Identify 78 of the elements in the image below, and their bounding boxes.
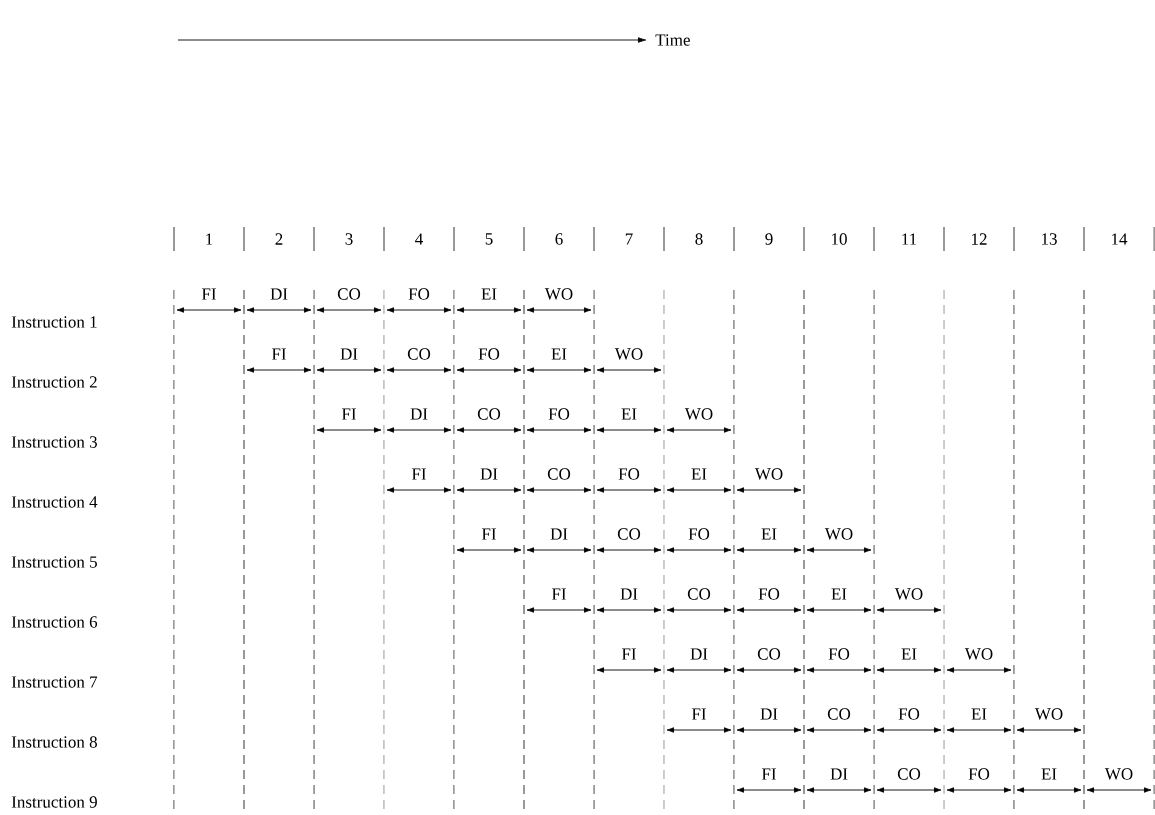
row-label: Instruction 6 (11, 616, 98, 628)
stage-label: EI (900, 647, 919, 661)
stage-label: EI (970, 707, 989, 721)
row-label: Instruction 8 (11, 736, 97, 748)
stage-label: DI (759, 707, 779, 721)
stage-label: DI (269, 287, 289, 301)
stage-label: WO (823, 527, 855, 541)
stage-label: EI (480, 287, 499, 301)
stage-label: EI (760, 527, 779, 541)
stage-label: CO (406, 347, 432, 361)
stage-label: FO (617, 467, 641, 481)
stage-label: FI (200, 287, 218, 301)
column-number: 14 (1112, 233, 1128, 245)
stage-label: FI (340, 407, 358, 421)
row-label: Instruction 5 (11, 556, 97, 568)
column-number: 2 (275, 233, 283, 245)
stage-label: DI (479, 467, 499, 481)
stage-label: FO (827, 647, 851, 661)
stage-label: FI (550, 587, 568, 601)
row-label: Instruction 1 (11, 316, 97, 328)
column-number: 5 (485, 233, 493, 245)
stage-label: EI (690, 467, 709, 481)
stage-label: DI (409, 407, 429, 421)
column-number: 10 (832, 233, 847, 245)
row-label: Instruction 9 (11, 796, 97, 808)
stage-label: FI (410, 467, 428, 481)
stage-label: CO (686, 587, 712, 601)
stage-label: FO (547, 407, 571, 421)
column-number: 3 (345, 233, 353, 245)
column-number: 8 (695, 233, 703, 245)
stage-label: FO (897, 707, 921, 721)
column-number: 11 (902, 233, 917, 245)
stage-label: FI (270, 347, 288, 361)
row-label: Instruction 7 (11, 676, 98, 688)
stage-label: CO (546, 467, 572, 481)
stage-label: DI (549, 527, 569, 541)
stage-label: CO (826, 707, 852, 721)
stage-label: CO (756, 647, 782, 661)
column-number: 7 (625, 233, 633, 245)
stage-label: CO (896, 767, 922, 781)
stage-label: WO (613, 347, 645, 361)
stage-label: WO (753, 467, 785, 481)
axis-label: Time (655, 34, 690, 46)
stage-label: EI (550, 347, 569, 361)
stage-label: FO (967, 767, 991, 781)
stage-label: FI (690, 707, 708, 721)
stage-label: WO (683, 407, 715, 421)
stage-label: DI (619, 587, 639, 601)
stage-label: WO (543, 287, 575, 301)
stage-label: WO (1033, 707, 1065, 721)
stage-label: EI (620, 407, 639, 421)
column-number: 1 (206, 233, 213, 245)
stage-label: FO (407, 287, 431, 301)
stage-label: EI (830, 587, 849, 601)
stage-label: FO (687, 527, 711, 541)
stage-label: FO (757, 587, 781, 601)
stage-label: FI (620, 647, 638, 661)
stage-label: FI (760, 767, 778, 781)
stage-label: WO (1103, 767, 1135, 781)
column-number: 12 (972, 233, 987, 245)
stage-label: DI (689, 647, 709, 661)
column-number: 13 (1042, 233, 1057, 245)
stage-label: CO (336, 287, 362, 301)
row-label: Instruction 3 (11, 436, 97, 448)
row-label: Instruction 4 (11, 496, 98, 508)
stage-label: CO (476, 407, 502, 421)
row-label: Instruction 2 (11, 376, 97, 388)
column-number: 6 (555, 233, 563, 245)
column-number: 4 (415, 233, 423, 245)
stage-label: FI (480, 527, 498, 541)
stage-label: FO (477, 347, 501, 361)
stage-label: DI (339, 347, 359, 361)
stage-label: WO (893, 587, 925, 601)
column-number: 9 (765, 233, 773, 245)
stage-label: DI (829, 767, 849, 781)
stage-label: EI (1040, 767, 1059, 781)
stage-label: WO (963, 647, 995, 661)
stage-label: CO (616, 527, 642, 541)
